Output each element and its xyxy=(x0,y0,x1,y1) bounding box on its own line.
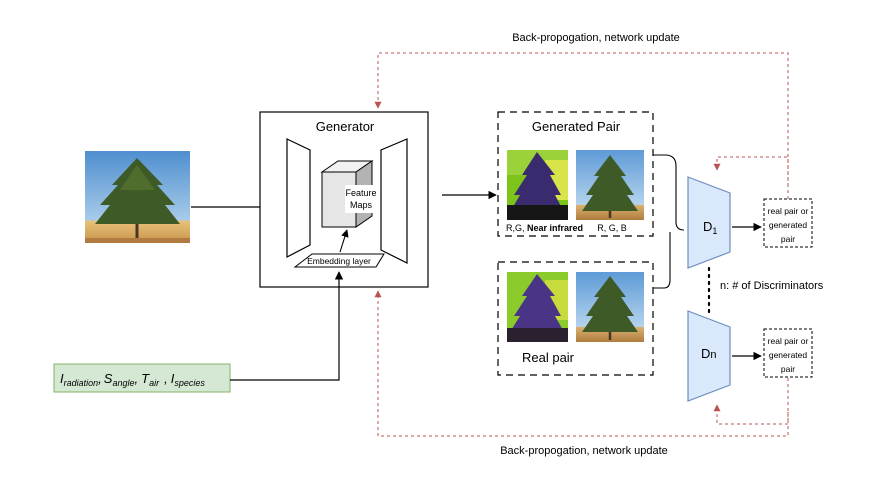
backprop-bottom-label: Back-propogation, network update xyxy=(500,445,668,457)
backprop-d1-path xyxy=(713,156,789,186)
real-nir-image xyxy=(507,272,568,342)
generated-rgb-caption: R, G, B xyxy=(597,223,627,233)
real-rgb-image xyxy=(576,272,644,342)
source-tree-image xyxy=(85,151,190,243)
backprop-bottom-path xyxy=(374,290,789,437)
inputs-to-embedding-arrow xyxy=(230,271,344,381)
d1-output-line1: real pair or xyxy=(768,206,809,216)
dn-output-line3: pair xyxy=(781,364,795,374)
real-pair-group: Real pair xyxy=(497,261,654,376)
generated-pair-connector xyxy=(653,154,685,231)
generated-nir-image xyxy=(507,150,568,220)
encoder-trapezoid xyxy=(286,138,311,258)
embedding-layer-label: Embedding layer xyxy=(307,256,371,266)
real-pair-frame xyxy=(497,261,654,376)
d1-label: D1 xyxy=(703,219,717,236)
backprop-top-label: Back-propogation, network update xyxy=(512,32,680,44)
generator-block: Generator Feature Maps Embedding layer xyxy=(259,111,429,288)
d1-output-line3: pair xyxy=(781,234,795,244)
discriminator-d1: D1 xyxy=(687,176,731,269)
decoder-trapezoid xyxy=(380,138,408,264)
embedding-to-features-arrow xyxy=(339,229,349,253)
dn-output-line2: generated xyxy=(769,350,808,360)
embedding-layer xyxy=(293,253,385,268)
feature-maps-label-line2: Maps xyxy=(350,200,373,210)
backprop-dn-path xyxy=(713,404,789,425)
discriminator-count-note: n: # of Discriminators xyxy=(720,280,824,292)
generated-rgb-image xyxy=(576,150,644,220)
d1-output-line2: generated xyxy=(769,220,808,230)
generated-nir-caption: R,G, Near infrared xyxy=(506,223,583,233)
generated-pair-title: Generated Pair xyxy=(532,119,621,134)
dn-label: Dn xyxy=(701,346,717,361)
discriminator-dn: Dn xyxy=(687,310,731,402)
dn-output-box: real pair or generated pair xyxy=(763,328,813,378)
dn-output-line1: real pair or xyxy=(768,336,809,346)
real-pair-title: Real pair xyxy=(522,350,575,365)
backprop-top-path xyxy=(374,52,789,199)
feature-maps-cube: Feature Maps xyxy=(320,160,377,228)
d1-output-box: real pair or generated pair xyxy=(763,198,813,248)
generated-pair-group: Generated Pair R,G, Near infrared R, G, … xyxy=(497,111,654,237)
feature-maps-label-line1: Feature xyxy=(345,188,376,198)
conditional-inputs-box: Iradiation,Sangle,Tair,Ispecies xyxy=(53,363,231,393)
generator-title: Generator xyxy=(316,119,375,134)
real-pair-connector xyxy=(653,232,671,289)
conditional-inputs-label: Iradiation,Sangle,Tair,Ispecies xyxy=(60,371,205,388)
generated-pair-frame xyxy=(497,111,654,237)
